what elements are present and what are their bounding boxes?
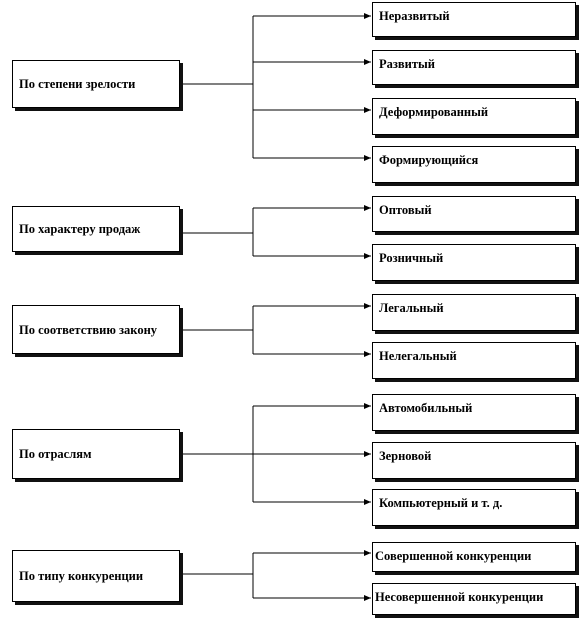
- item-box-legal: Легальный: [372, 294, 576, 331]
- item-label: Неразвитый: [379, 9, 450, 23]
- category-box-industries: По отраслям: [12, 429, 180, 479]
- item-label: Розничный: [379, 251, 444, 265]
- item-box-computer-etc: Компьютерный и т. д.: [372, 489, 576, 526]
- item-label: Автомобильный: [379, 401, 473, 415]
- item-box-forming: Формирующийся: [372, 146, 576, 183]
- item-label: Совершенной конкуренции: [375, 549, 532, 563]
- item-box-deformed: Деформированный: [372, 98, 576, 135]
- item-box-perfect-competition: Совершенной конкуренции: [372, 542, 576, 572]
- item-box-automotive: Автомобильный: [372, 394, 576, 431]
- item-label: Несовершенной конкуренции: [375, 590, 544, 604]
- item-label: Формирующийся: [379, 153, 479, 167]
- item-label: Компьютерный и т. д.: [379, 496, 503, 510]
- item-label: Оптовый: [379, 203, 432, 217]
- item-box-undeveloped: Неразвитый: [372, 2, 576, 37]
- category-label: По типу конкуренции: [19, 569, 144, 583]
- item-label: Развитый: [379, 57, 435, 71]
- category-box-law-compliance: По соответствию закону: [12, 305, 180, 354]
- category-box-competition-type: По типу конкуренции: [12, 550, 180, 602]
- category-label: По отраслям: [19, 447, 92, 461]
- category-box-maturity: По степени зрелости: [12, 60, 180, 108]
- item-box-illegal: Нелегальный: [372, 342, 576, 379]
- item-box-retail: Розничный: [372, 244, 576, 281]
- item-box-developed: Развитый: [372, 50, 576, 85]
- item-box-wholesale: Оптовый: [372, 196, 576, 232]
- item-label: Нелегальный: [379, 349, 457, 363]
- category-label: По степени зрелости: [19, 77, 136, 91]
- item-label: Деформированный: [379, 105, 489, 119]
- item-box-grain: Зерновой: [372, 442, 576, 479]
- item-box-imperfect-competition: Несовершенной конкуренции: [372, 583, 576, 615]
- category-label: По соответствию закону: [19, 322, 158, 337]
- category-label: По характеру продаж: [19, 222, 141, 236]
- item-label: Легальный: [379, 301, 444, 315]
- item-label: Зерновой: [379, 449, 432, 463]
- category-box-sales-nature: По характеру продаж: [12, 206, 180, 252]
